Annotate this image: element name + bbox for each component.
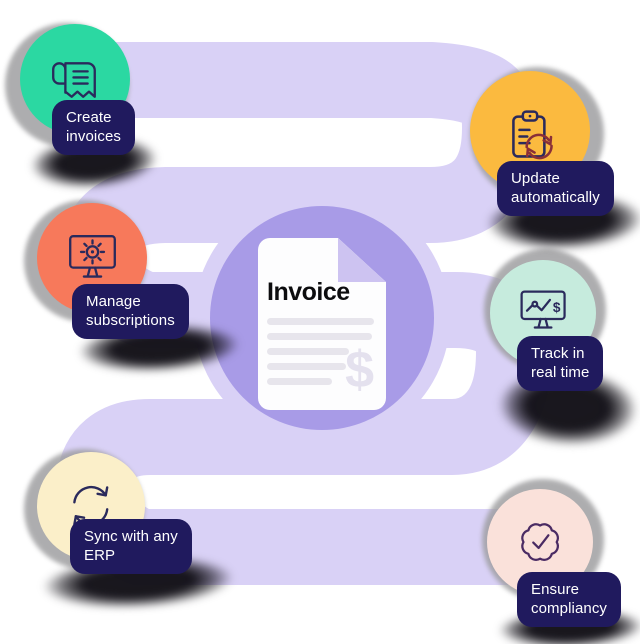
- label-pill-sync-erp: Sync with any ERP: [70, 519, 192, 574]
- label-pill-create-invoices: Create invoices: [52, 100, 135, 155]
- dollar-watermark: $: [345, 341, 374, 399]
- label-line: Update: [511, 170, 560, 187]
- label-line: compliancy: [531, 600, 608, 617]
- doc-text-line: [267, 363, 346, 370]
- doc-text-line: [267, 378, 332, 385]
- label-line: Create: [66, 109, 112, 126]
- badge-check-icon: [521, 523, 559, 561]
- clipboard-refresh-icon: [512, 110, 553, 160]
- label-pill-update-automatically: Update automatically: [497, 161, 614, 216]
- label-line: Ensure: [531, 581, 580, 598]
- label-line: subscriptions: [86, 312, 175, 329]
- label-pill-track-real-time: Track in real time: [517, 336, 604, 391]
- doc-text-line: [267, 318, 374, 325]
- monitor-gear-icon: [68, 234, 116, 278]
- label-line: ERP: [84, 547, 116, 564]
- label-line: automatically: [511, 189, 600, 206]
- label-pill-ensure-compliancy: Ensure compliancy: [517, 572, 622, 627]
- icon-dollar-text: $: [553, 300, 561, 315]
- doc-text-line: [267, 333, 372, 340]
- label-line: invoices: [66, 128, 121, 145]
- label-pill-manage-subscriptions: Manage subscriptions: [72, 284, 189, 339]
- label-line: Sync with any: [84, 528, 178, 545]
- invoice-title: Invoice: [267, 278, 350, 306]
- monitor-chart-icon: $: [520, 290, 566, 329]
- label-line: real time: [531, 364, 590, 381]
- label-line: Track in: [531, 345, 585, 362]
- label-line: Manage: [86, 293, 141, 310]
- doc-text-line: [267, 348, 349, 355]
- receipt-icon: [51, 61, 96, 98]
